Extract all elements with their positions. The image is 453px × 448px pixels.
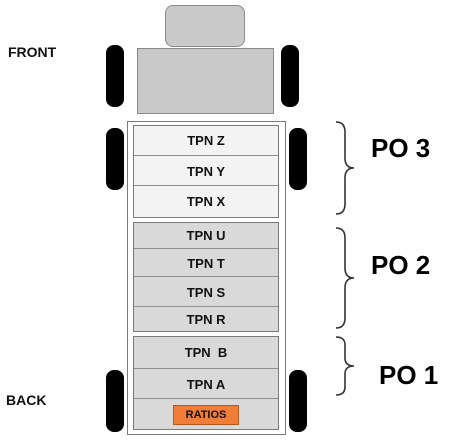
pallet-row: TPN B [184,345,228,360]
pallet-row: TPN S [134,276,278,307]
front-left-wheel-icon [106,45,124,107]
rear-left-wheel-icon [106,370,124,432]
po2-label: PO 2 [371,250,431,280]
group-po2: TPN U TPN T TPN S TPN R [133,222,279,332]
mid-left-wheel-icon [106,128,124,190]
front-label: FRONT [8,44,57,60]
truck-cab-roof [165,5,245,47]
brace-po1-icon [335,336,355,396]
pallet-row: TPN T [134,248,278,277]
pallet-row: TPN A [134,368,278,399]
truck-cab [137,48,274,114]
mid-right-wheel-icon [289,128,307,190]
pallet-row: TPN Z [187,133,225,148]
po3-label: PO 3 [371,133,431,163]
pallet-row-ratios: RATIOS [134,398,278,430]
pallet-row: TPN U [186,228,226,243]
group-po3: TPN Z TPN Y TPN X [133,125,279,218]
rear-right-wheel-icon [289,370,307,432]
po1-label: PO 1 [379,360,439,390]
pallet-row: TPN Y [134,155,278,186]
brace-po3-icon [335,121,355,215]
ratios-badge: RATIOS [173,404,239,425]
pallet-row: TPN X [134,185,278,217]
brace-po2-icon [335,227,355,329]
front-right-wheel-icon [281,45,299,107]
back-label: BACK [6,392,47,408]
group-po1: TPN B TPN A RATIOS [133,336,279,430]
pallet-row: TPN R [134,306,278,332]
